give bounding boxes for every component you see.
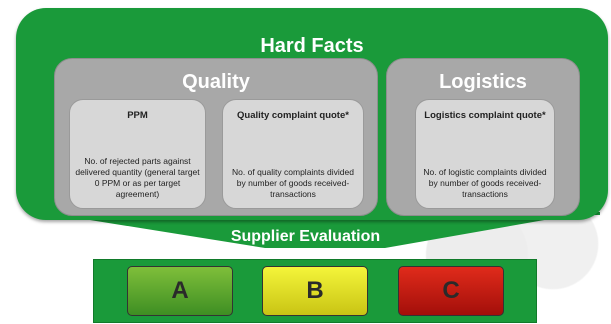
grade-a-box: A — [127, 266, 233, 316]
logistics-panel: Logistics Logistics complaint quote* No.… — [386, 58, 580, 216]
rating-bar: A B C — [93, 259, 537, 323]
quality-complaint-card-title: Quality complaint quote* — [237, 110, 349, 121]
logistics-title: Logistics — [439, 71, 527, 93]
quality-panel: Quality PPM No. of rejected parts agains… — [54, 58, 378, 216]
ppm-card-description: No. of rejected parts against delivered … — [75, 156, 200, 199]
logistics-complaint-card-title: Logistics complaint quote* — [424, 110, 546, 121]
ppm-card: PPM No. of rejected parts against delive… — [69, 99, 206, 209]
grade-b-box: B — [262, 266, 368, 316]
quality-complaint-card-description: No. of quality complaints divided by num… — [232, 167, 354, 199]
quality-complaint-card: Quality complaint quote* No. of quality … — [222, 99, 364, 209]
ppm-card-title: PPM — [127, 110, 148, 121]
quality-title: Quality — [182, 71, 250, 93]
hard-facts-title: Hard Facts — [260, 35, 364, 57]
grade-c-box: C — [398, 266, 504, 316]
logistics-complaint-card: Logistics complaint quote* No. of logist… — [415, 99, 555, 209]
hard-facts-box: Hard Facts Quality PPM No. of rejected p… — [16, 8, 608, 220]
supplier-evaluation-title: Supplier Evaluation — [230, 228, 381, 245]
logistics-complaint-card-description: No. of logistic complaints divided by nu… — [423, 167, 547, 199]
